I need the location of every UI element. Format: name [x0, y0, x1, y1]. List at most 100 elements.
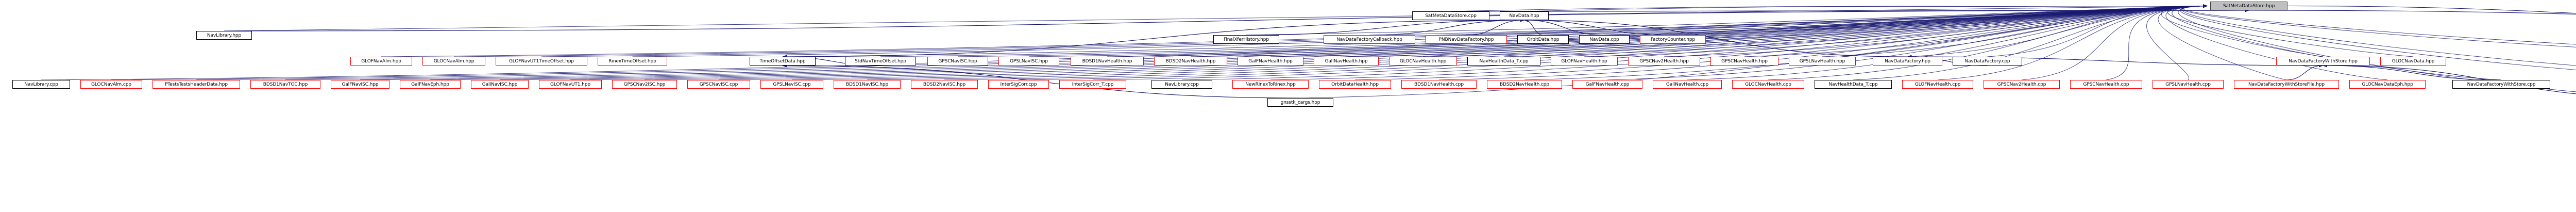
graph-node-label: NavDataFactoryWithStore.cpp	[2467, 81, 2536, 87]
graph-node[interactable]: TimeOffsetData.hpp	[750, 57, 816, 66]
graph-node[interactable]: RinexTimeOffset.hpp	[598, 57, 667, 66]
graph-node[interactable]: GalINavHealth.cpp	[1653, 80, 1722, 89]
graph-node[interactable]: NavLibrary.hpp	[196, 31, 252, 40]
graph-node[interactable]: GalINavISC.hpp	[471, 80, 529, 89]
graph-node[interactable]: GPSCNavHealth.cpp	[2070, 80, 2142, 89]
graph-node[interactable]: BDSD1NavTOC.hpp	[250, 80, 320, 89]
graph-node[interactable]: SatMetaDataStore.hpp	[2210, 2, 2287, 10]
graph-node-label: FinalXferHistory.hpp	[1223, 37, 1269, 42]
graph-edge	[2165, 4, 2388, 80]
graph-node[interactable]: NavDataFactoryWithStore.hpp	[2276, 57, 2370, 66]
graph-edge	[1466, 18, 1525, 36]
graph-node-label: PNBNavDataFactory.hpp	[1438, 37, 1494, 42]
graph-node[interactable]: NavDataFactoryWithStore.cpp	[2452, 80, 2550, 89]
graph-node[interactable]: NavDataFactoryCallback.hpp	[1324, 35, 1415, 44]
graph-node[interactable]: NavHealthData_T.cpp	[1467, 57, 1540, 66]
graph-node[interactable]: GPSCNav2Health.cpp	[1984, 80, 2060, 89]
graph-node[interactable]: NavLibrary.cpp	[1151, 80, 1212, 89]
graph-edge	[1270, 4, 2208, 80]
graph-node-label: SatMetaDataStore.hpp	[2223, 3, 2275, 9]
graph-node[interactable]: GPSLNavHealth.hpp	[1789, 57, 1856, 66]
graph-node[interactable]: GPSCNavISC.cpp	[687, 80, 750, 89]
graph-node[interactable]: GPSCNav2Health.hpp	[1628, 57, 1700, 66]
graph-node[interactable]: BDSD1NavISC.hpp	[834, 80, 901, 89]
graph-node[interactable]: BDSD1NavHealth.hpp	[1071, 57, 1144, 66]
graph-node[interactable]: PTestsTestsHeaderData.hpp	[152, 80, 240, 89]
graph-node[interactable]: PNBNavDataFactory.hpp	[1426, 35, 1507, 44]
graph-node[interactable]: GPSLNavISC.hpp	[998, 57, 1059, 66]
graph-node[interactable]: BDSD1NavHealth.cpp	[1401, 80, 1477, 89]
graph-edge	[224, 8, 2249, 31]
graph-node[interactable]: NavDataFactoryWithStoreFile.hpp	[2234, 80, 2339, 89]
graph-node[interactable]: NewRinexToRinex.hpp	[1232, 80, 1309, 89]
graph-node[interactable]: OrbitData.hpp	[1517, 35, 1569, 44]
graph-node-label: NavLibrary.cpp	[1165, 81, 1199, 87]
graph-node[interactable]: OrbitDataHealth.hpp	[1319, 80, 1391, 89]
graph-node-label: BDSD1NavHealth.hpp	[1082, 58, 1132, 64]
graph-edge	[1687, 4, 2208, 80]
graph-node[interactable]: GLOCNavAlm.hpp	[422, 57, 485, 66]
graph-node[interactable]: GLOCNavAlm.cpp	[80, 80, 142, 89]
graph-node-label: GPSCNav2Health.hpp	[1639, 58, 1689, 64]
graph-node-label: GPSCNavISC.hpp	[938, 58, 977, 64]
graph-node[interactable]: GPSCNavHealth.hpp	[1710, 57, 1778, 66]
graph-node[interactable]: GLOFNavHealth.hpp	[1551, 57, 1618, 66]
graph-edge	[1937, 4, 2208, 80]
graph-node[interactable]: gnsstk_cargs.hpp	[1267, 98, 1333, 107]
graph-node[interactable]: BDSD2NavHealth.hpp	[1154, 57, 1227, 66]
graph-node[interactable]: GalFNavISC.hpp	[331, 80, 389, 89]
graph-node[interactable]: GLOCNavHealth.hpp	[1389, 57, 1457, 66]
graph-node-label: GLOCNavHealth.cpp	[1745, 81, 1791, 87]
graph-node[interactable]: GLOFNavUT1.hpp	[539, 80, 602, 89]
graph-node-label: GLOFNavAlm.hpp	[361, 58, 401, 64]
graph-node[interactable]: NavData.hpp	[1500, 11, 1549, 20]
graph-edge	[2158, 4, 2287, 80]
graph-node-label: GPSLNavISC.hpp	[1010, 58, 1048, 64]
graph-node[interactable]: BDSD2NavISC.hpp	[911, 80, 978, 89]
graph-node[interactable]: GalINavHealth.hpp	[1314, 57, 1379, 66]
graph-node[interactable]: FinalXferHistory.hpp	[1213, 35, 1279, 44]
graph-node[interactable]: GLOCNavDataEph.hpp	[2349, 80, 2426, 89]
graph-node[interactable]: NavHealthData_T.cpp	[1815, 80, 1892, 89]
graph-node-label: GPSCNavHealth.cpp	[2083, 81, 2129, 87]
graph-node[interactable]: NavData.cpp	[1579, 35, 1630, 44]
graph-node[interactable]: InterSigCorr_T.cpp	[1059, 80, 1126, 89]
graph-node-label: NavDataFactoryWithStore.hpp	[2289, 58, 2358, 64]
graph-node-label: GalINavHealth.hpp	[1325, 58, 1368, 64]
graph-node[interactable]: SatMetaDataStore.cpp	[1412, 11, 1489, 20]
graph-node[interactable]: BDSD2NavHealth.cpp	[1487, 80, 1562, 89]
graph-edge	[2182, 4, 2576, 66]
graph-node[interactable]: GPSCNav2ISC.hpp	[612, 80, 677, 89]
graph-node[interactable]: GLOFNavAlm.hpp	[350, 57, 412, 66]
graph-node[interactable]: NavDataFactory.hpp	[1873, 57, 1942, 66]
graph-node-label: GalFNavISC.hpp	[342, 81, 379, 87]
graph-node-label: BDSD2NavHealth.hpp	[1165, 58, 1216, 64]
graph-node[interactable]: GLOCNavData.hpp	[2380, 57, 2446, 66]
graph-node[interactable]: NavLibrary.cpp	[12, 80, 70, 89]
graph-edge	[541, 4, 2208, 57]
graph-node-label: GPSCNav2ISC.hpp	[623, 81, 666, 87]
graph-node-label: GalFNavEph.hpp	[411, 81, 449, 87]
graph-node[interactable]: GalFNavEph.hpp	[400, 80, 461, 89]
graph-node-label: NavLibrary.cpp	[24, 81, 58, 87]
graph-node-label: NavLibrary.hpp	[207, 32, 242, 38]
graph-node[interactable]: GalFNavHealth.cpp	[1572, 80, 1642, 89]
graph-node[interactable]: GalFNavHealth.hpp	[1238, 57, 1303, 66]
graph-node[interactable]: GPSLNavHealth.cpp	[2153, 80, 2224, 89]
graph-node[interactable]: GPSCNavISC.hpp	[927, 57, 988, 66]
graph-edge	[2323, 63, 2502, 80]
graph-node[interactable]: GLOFNavHealth.cpp	[1902, 80, 1973, 89]
graph-node-label: GalFNavHealth.cpp	[1585, 81, 1630, 87]
graph-node[interactable]: NavDataFactory.cpp	[1953, 57, 2022, 66]
graph-node[interactable]: GPSLNavISC.cpp	[760, 80, 823, 89]
graph-node-label: NewRinexToRinex.hpp	[1245, 81, 1296, 87]
graph-node[interactable]: InterSigCorr.cpp	[988, 80, 1049, 89]
graph-node-label: NavHealthData_T.cpp	[1479, 58, 1529, 64]
graph-node[interactable]: GLOCNavHealth.cpp	[1732, 80, 1804, 89]
graph-node[interactable]: FactoryCounter.hpp	[1640, 35, 1706, 44]
graph-node[interactable]: GLOFNavUT1TimeOffset.hpp	[496, 57, 587, 66]
graph-node-label: TimeOffsetData.hpp	[759, 58, 806, 64]
graph-node[interactable]: StdNavTimeOffset.hpp	[845, 57, 916, 66]
